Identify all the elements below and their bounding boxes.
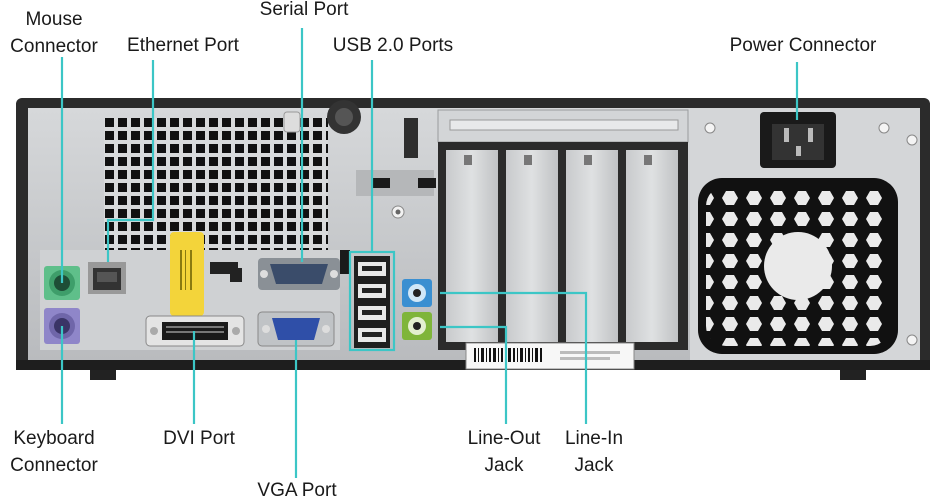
label-keyboard-connector-line2: Connector bbox=[10, 455, 98, 476]
label-ethernet-port: Ethernet Port bbox=[112, 32, 254, 59]
label-line-in-jack-line2: Jack bbox=[574, 455, 614, 476]
label-keyboard-connector-line1: Keyboard bbox=[13, 428, 95, 449]
label-vga-port: VGA Port bbox=[244, 477, 350, 504]
label-mouse-connector-line1: Mouse bbox=[25, 9, 83, 30]
label-line-out-jack-line2: Jack bbox=[484, 455, 524, 476]
label-vga-port-text: VGA Port bbox=[257, 480, 337, 501]
ethernet-port-jack bbox=[88, 262, 126, 294]
leader-lines bbox=[60, 28, 799, 478]
label-keyboard-connector: Keyboard Connector bbox=[0, 425, 108, 479]
barcode-label bbox=[465, 342, 635, 370]
label-usb-ports: USB 2.0 Ports bbox=[318, 32, 468, 59]
fan-grille bbox=[698, 178, 898, 354]
panel-middle-area bbox=[340, 118, 436, 274]
serial-port-connector bbox=[258, 258, 340, 290]
usb-ports-stack bbox=[354, 256, 390, 348]
line-out-audio-jack bbox=[402, 312, 432, 340]
label-ethernet-port-text: Ethernet Port bbox=[127, 35, 239, 56]
label-usb-ports-text: USB 2.0 Ports bbox=[332, 35, 454, 56]
label-line-in-jack: Line-In Jack bbox=[548, 425, 640, 479]
label-dvi-port: DVI Port bbox=[144, 425, 254, 452]
vent-grid bbox=[104, 118, 328, 250]
label-mouse-connector-line2: Connector bbox=[10, 36, 98, 57]
label-line-out-jack-line1: Line-Out bbox=[467, 428, 541, 449]
vga-port-connector bbox=[257, 311, 335, 347]
expansion-slots bbox=[437, 109, 689, 350]
label-serial-port: Serial Port bbox=[244, 0, 364, 23]
label-power-connector-text: Power Connector bbox=[729, 35, 877, 56]
yellow-sticker bbox=[170, 232, 204, 316]
ethernet-leader-line bbox=[106, 60, 155, 262]
label-line-in-jack-line1: Line-In bbox=[564, 428, 624, 449]
label-power-connector: Power Connector bbox=[710, 32, 896, 59]
power-connector-socket bbox=[760, 112, 836, 168]
label-mouse-connector: Mouse Connector bbox=[0, 6, 108, 60]
fan-knob bbox=[327, 100, 361, 134]
line-in-leader-line bbox=[440, 291, 588, 424]
label-line-out-jack: Line-Out Jack bbox=[454, 425, 554, 479]
label-dvi-port-text: DVI Port bbox=[163, 428, 235, 449]
label-serial-port-text: Serial Port bbox=[259, 0, 349, 20]
line-in-audio-jack bbox=[402, 279, 432, 307]
line-out-leader-line bbox=[440, 325, 508, 424]
